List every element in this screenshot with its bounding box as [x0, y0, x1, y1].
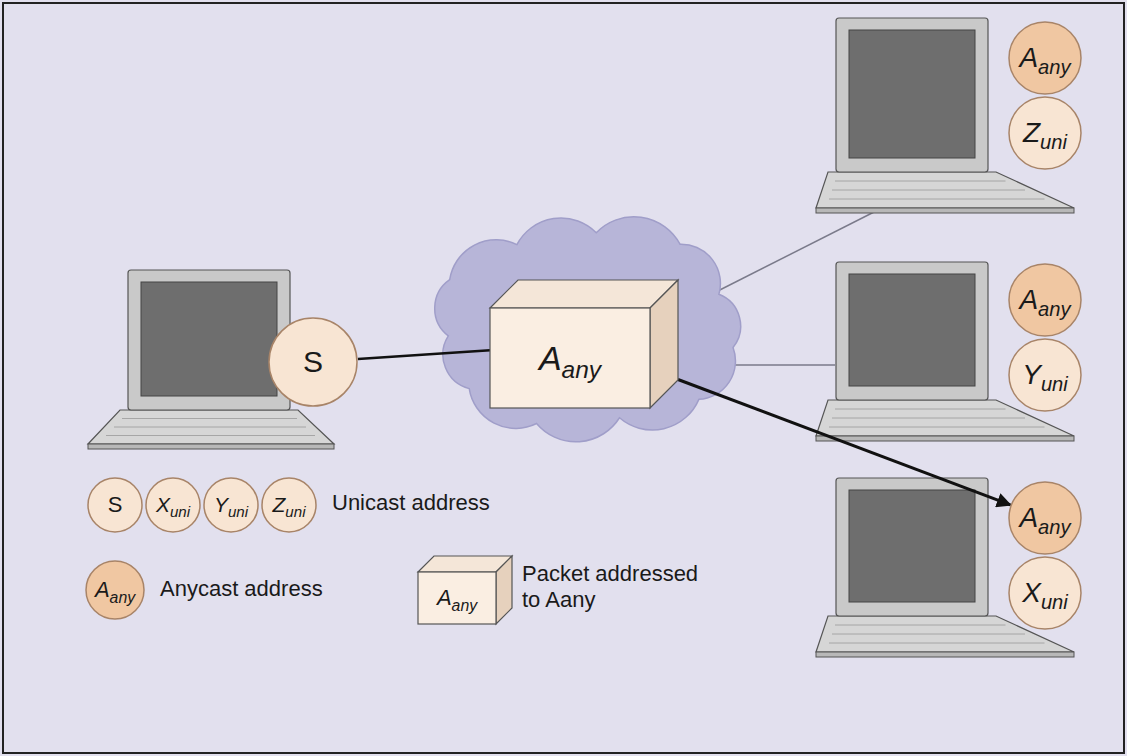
text-holder: S	[87, 477, 143, 533]
legend-anycast-sample: Aany	[85, 560, 145, 620]
address-subscript: uni	[1041, 591, 1068, 614]
address-subscript: uni	[1040, 131, 1067, 154]
address-label: S	[303, 345, 323, 379]
address-subscript: any	[110, 589, 136, 607]
text-holder: Xuni	[1008, 556, 1082, 630]
address-letter: A	[437, 585, 452, 611]
address-letter: A	[1019, 284, 1038, 316]
address-letter: X	[1022, 577, 1041, 609]
address-label: Aany	[539, 339, 601, 378]
address-letter: Y	[214, 493, 228, 517]
text-holder: Zuni	[261, 477, 317, 533]
delivery-arrow	[678, 379, 1010, 504]
address-letter: A	[539, 339, 562, 378]
address-label: S	[108, 492, 123, 518]
address-letter: A	[1019, 502, 1038, 534]
address-subscript: uni	[170, 503, 190, 520]
legend-text: Anycast address	[160, 576, 400, 602]
address-label: Yuni	[214, 493, 248, 517]
address-subscript: any	[1038, 516, 1071, 539]
address-letter: S	[108, 492, 123, 518]
packet-box	[418, 556, 512, 624]
text-holder: Zuni	[1008, 96, 1082, 170]
address-label: Yuni	[1022, 359, 1068, 391]
address-label: Xuni	[156, 493, 190, 517]
network-link	[358, 350, 490, 359]
text-holder: Aany	[490, 308, 650, 408]
address-letter: Z	[273, 493, 286, 517]
address-subscript: uni	[228, 503, 248, 520]
text-holder: Aany	[1008, 481, 1082, 555]
text-holder: Yuni	[203, 477, 259, 533]
text-holder: Aany	[418, 572, 496, 624]
text-holder: Aany	[1008, 263, 1082, 337]
legend-text: Packet addressed to Aany	[522, 561, 712, 614]
address-letter: Y	[1022, 359, 1041, 391]
sender-unicast-address: S	[268, 317, 358, 407]
address-label: Zuni	[1023, 117, 1067, 149]
address-label: Zuni	[273, 493, 306, 517]
anycast-address: Aany	[1008, 21, 1082, 95]
address-letter: X	[156, 493, 170, 517]
address-subscript: any	[562, 356, 601, 384]
unicast-address: Xuni	[1008, 556, 1082, 630]
packet-box	[490, 280, 678, 408]
address-subscript: any	[452, 597, 478, 615]
text-holder: Aany	[85, 560, 145, 620]
address-subscript: any	[1038, 298, 1071, 321]
address-label: Aany	[437, 585, 477, 611]
anycast-address: Aany	[1008, 263, 1082, 337]
address-letter: Z	[1023, 117, 1040, 149]
legend-unicast-sample: Yuni	[203, 477, 259, 533]
text-holder: Yuni	[1008, 338, 1082, 412]
address-subscript: uni	[1041, 373, 1068, 396]
unicast-address: Zuni	[1008, 96, 1082, 170]
packet: Aany	[490, 280, 678, 408]
address-letter: A	[1019, 42, 1038, 74]
address-subscript: any	[1038, 56, 1071, 79]
legend-text: Unicast address	[332, 490, 592, 516]
legend-unicast-sample: S	[87, 477, 143, 533]
address-letter: A	[95, 577, 110, 603]
address-label: Aany	[1019, 284, 1070, 316]
frame	[3, 3, 1124, 753]
legend-unicast-sample: Zuni	[261, 477, 317, 533]
address-subscript: uni	[285, 503, 305, 520]
address-letter: S	[303, 345, 323, 379]
address-label: Xuni	[1022, 577, 1068, 609]
legend-unicast-sample: Xuni	[145, 477, 201, 533]
legend-packet-sample: Aany	[418, 556, 512, 624]
unicast-address: Yuni	[1008, 338, 1082, 412]
anycast-address: Aany	[1008, 481, 1082, 555]
text-holder: Xuni	[145, 477, 201, 533]
address-label: Aany	[95, 577, 135, 603]
address-label: Aany	[1019, 502, 1070, 534]
network-cloud	[435, 217, 741, 442]
address-label: Aany	[1019, 42, 1070, 74]
text-holder: Aany	[1008, 21, 1082, 95]
text-holder: S	[268, 317, 358, 407]
